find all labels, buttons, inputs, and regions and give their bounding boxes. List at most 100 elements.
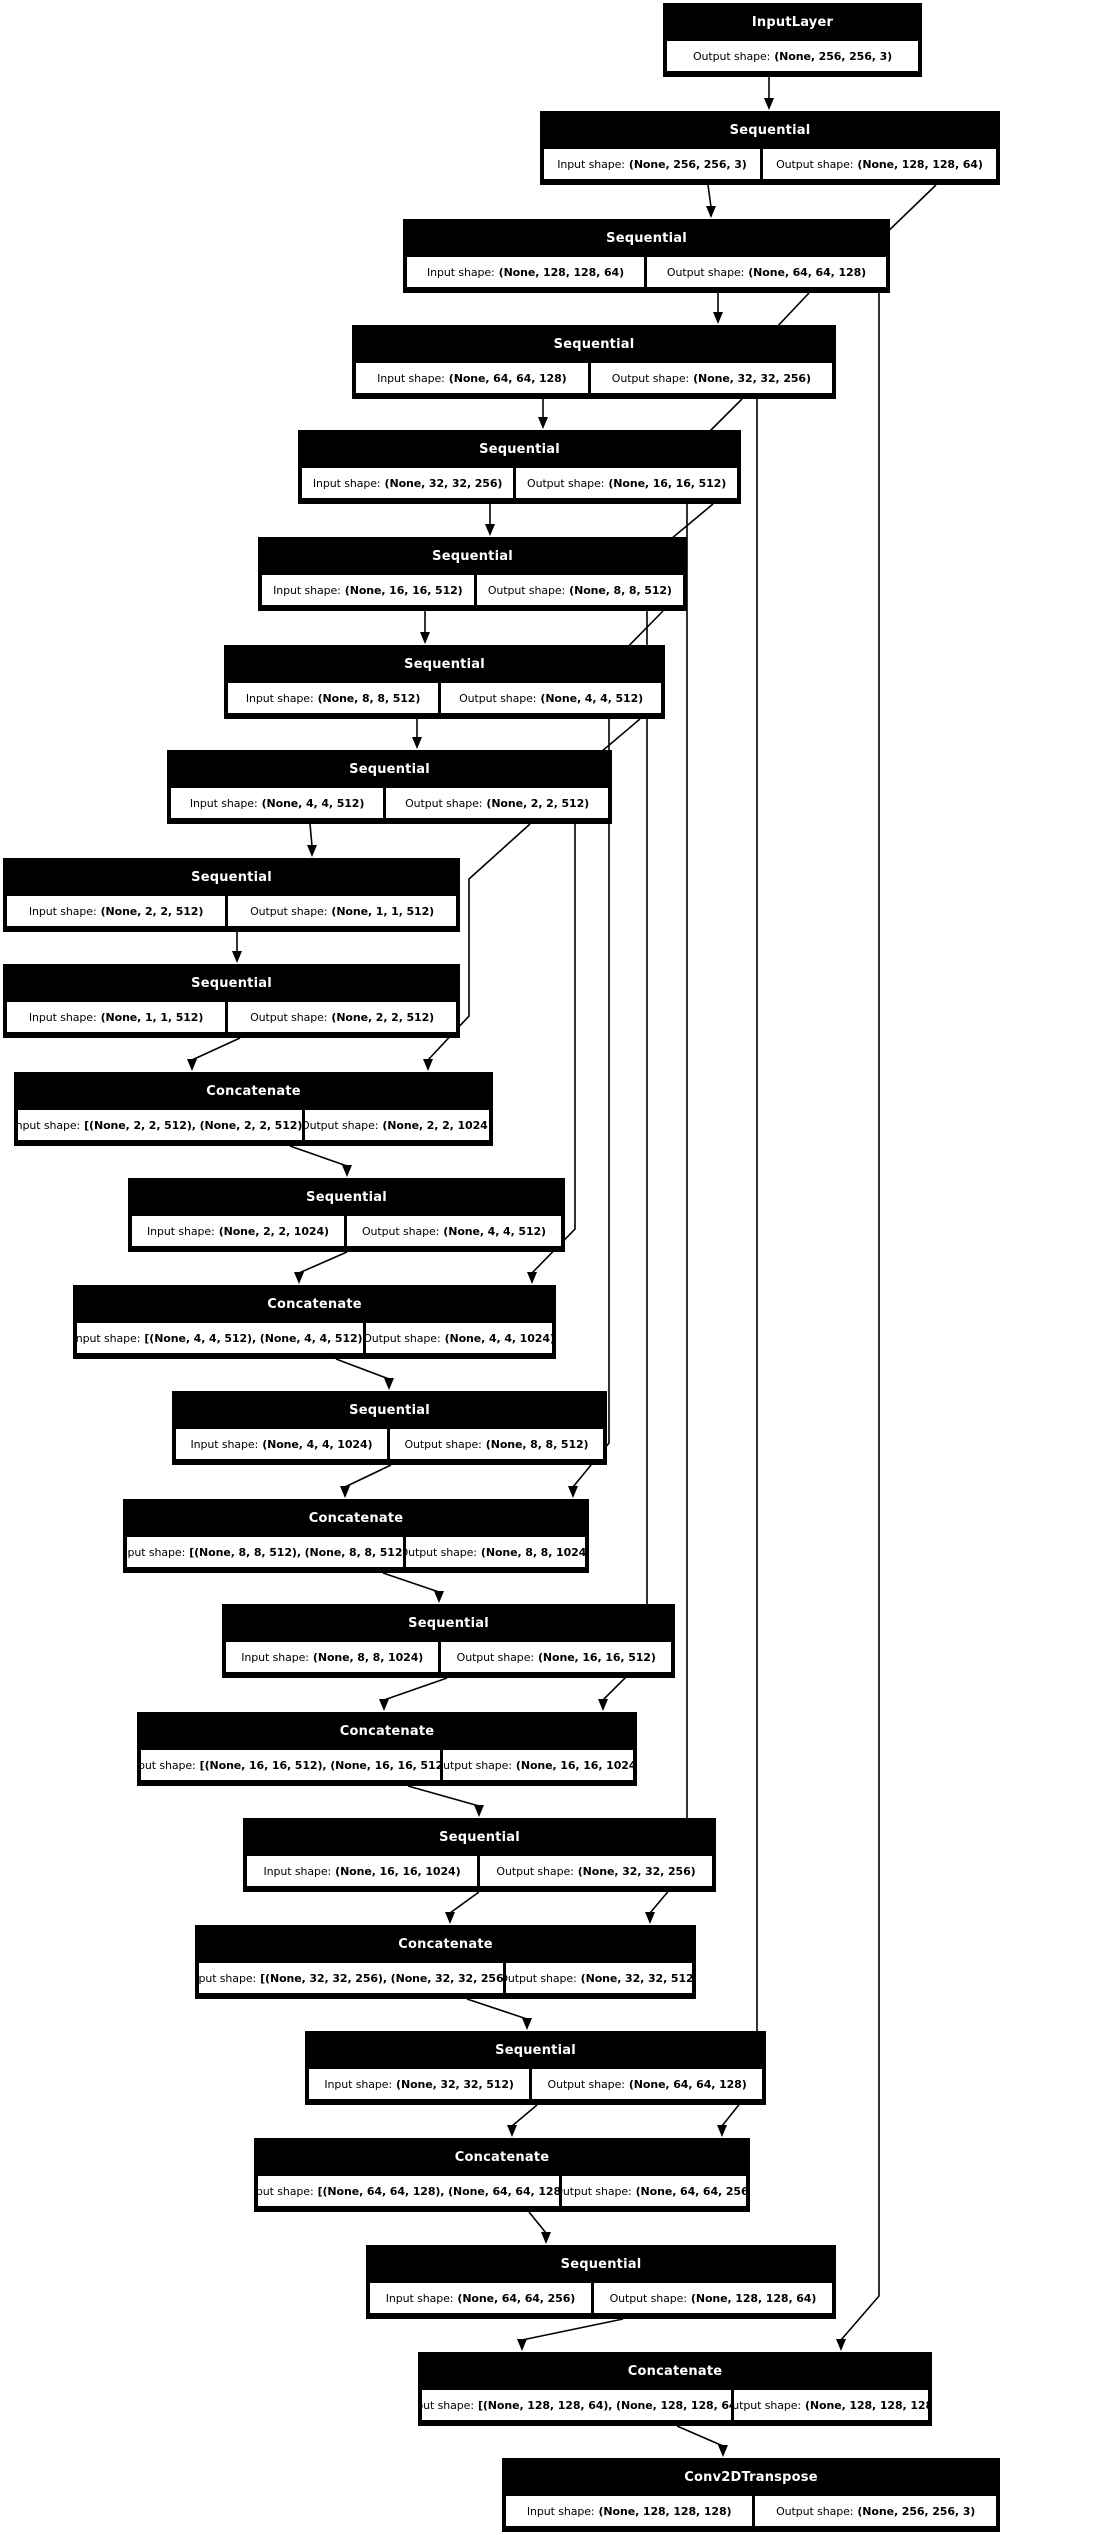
output-shape-cell: Output shape:(None, 128, 128, 64) [762,149,996,179]
output-shape-value: (None, 256, 256, 3) [857,2504,976,2518]
output-shape-value: (None, 64, 64, 128) [628,2077,747,2091]
arrowhead-icon [294,1272,304,1284]
output-shape-value: (None, 256, 256, 3) [774,49,893,63]
output-shape-cell: Output shape:(None, 2, 2, 512) [386,788,608,818]
layer-type-title: Concatenate [627,2364,723,2379]
shape-row: Input shape:(None, 32, 32, 256)Output sh… [299,468,740,501]
connection-edge [382,1572,440,1593]
input-shape-label: Input shape: [245,691,314,705]
output-shape-cell: Output shape:(None, 8, 8, 1024) [405,1537,585,1567]
input-shape-cell: Input shape:(None, 16, 16, 1024) [247,1856,477,1886]
connection-edge [466,1998,528,2020]
connection-edge [521,2318,624,2341]
input-shape-label: Input shape: [526,2504,595,2518]
arrowhead-icon [717,2125,727,2137]
skip-connection-edge [649,398,743,1914]
input-shape-cell: Input shape:(None, 8, 8, 512) [228,683,439,713]
input-shape-label: Input shape: [426,265,495,279]
shape-row: Input shape:[(None, 4, 4, 512), (None, 4… [74,1323,555,1356]
arrowhead-icon [568,1486,578,1498]
input-shape-value: (None, 2, 2, 512) [100,904,204,918]
output-shape-value: (None, 4, 4, 512) [443,1224,546,1238]
output-shape-cell: Output shape:(None, 256, 256, 3) [667,41,918,71]
input-shape-value: (None, 64, 64, 256) [457,2291,576,2305]
shape-row: Input shape:[(None, 64, 64, 128), (None,… [255,2176,749,2209]
input-shape-value: (None, 1, 1, 512) [100,1010,204,1024]
layer-type-title: Sequential [404,657,485,672]
input-shape-value: (None, 256, 256, 3) [628,157,747,171]
output-shape-value: (None, 4, 4, 512) [540,691,644,705]
arrowhead-icon [342,1165,352,1177]
output-shape-cell: Output shape:(None, 16, 16, 512) [441,1642,672,1672]
output-shape-value: (None, 8, 8, 1024) [480,1545,585,1559]
output-shape-label: Output shape: [611,371,690,385]
arrowhead-icon [379,1699,389,1711]
input-shape-value: [(None, 2, 2, 512), (None, 2, 2, 512)] [84,1118,302,1132]
connection-edge [676,2425,724,2447]
input-shape-label: Input shape: [258,2184,314,2198]
input-shape-value: (None, 8, 8, 512) [317,691,421,705]
arrowhead-icon [645,1912,655,1924]
output-shape-value: (None, 128, 128, 64) [690,2291,817,2305]
arrowhead-icon [507,2125,517,2137]
arrowhead-icon [232,951,242,963]
arrowhead-icon [538,417,548,429]
output-shape-value: (None, 4, 4, 1024) [444,1331,552,1345]
input-shape-label: Input shape: [377,371,445,385]
output-shape-label: Output shape: [505,1971,577,1985]
input-shape-value: [(None, 32, 32, 256), (None, 32, 32, 256… [260,1971,503,1985]
input-shape-label: Input shape: [312,476,381,490]
output-shape-cell: Output shape:(None, 8, 8, 512) [476,575,683,605]
input-shape-cell: Input shape:(None, 4, 4, 1024) [176,1429,387,1459]
output-shape-cell: Output shape:(None, 256, 256, 3) [755,2496,997,2526]
input-shape-value: [(None, 16, 16, 512), (None, 16, 16, 512… [199,1758,440,1772]
output-shape-label: Output shape: [250,904,328,918]
output-shape-label: Output shape: [692,49,771,63]
layer-type-title: Sequential [560,2257,642,2272]
shape-row: Input shape:[(None, 2, 2, 512), (None, 2… [15,1110,492,1143]
output-shape-label: Output shape: [733,2398,801,2412]
layer-type-title: Sequential [729,123,811,138]
output-shape-cell: Output shape:(None, 32, 32, 512) [505,1963,692,1993]
layer-type-title: Sequential [553,337,635,352]
input-shape-cell: Input shape:[(None, 32, 32, 256), (None,… [199,1963,503,1993]
connection-edge [191,1037,241,1061]
layer-type-title: Concatenate [339,1724,435,1739]
input-shape-label: Input shape: [385,2291,454,2305]
arrowhead-icon [307,845,317,857]
output-shape-label: Output shape: [250,1010,328,1024]
input-shape-cell: Input shape:[(None, 128, 128, 64), (None… [422,2390,731,2420]
input-shape-cell: Input shape:(None, 128, 128, 64) [407,257,644,287]
input-shape-value: (None, 32, 32, 256) [384,476,503,490]
layer-type-title: Concatenate [308,1511,404,1526]
output-shape-value: (None, 64, 64, 128) [748,265,867,279]
arrowhead-icon [187,1059,197,1071]
input-shape-value: [(None, 128, 128, 64), (None, 128, 128, … [477,2398,731,2412]
layer-type-title: Sequential [432,549,513,564]
output-shape-value: (None, 128, 128, 128) [805,2398,928,2412]
output-shape-value: (None, 2, 2, 512) [331,1010,435,1024]
output-shape-value: (None, 16, 16, 512) [537,1650,656,1664]
output-shape-value: (None, 2, 2, 512) [486,796,590,810]
output-shape-cell: Output shape:(None, 128, 128, 64) [593,2283,832,2313]
output-shape-cell: Output shape:(None, 8, 8, 512) [389,1429,604,1459]
input-shape-label: Input shape: [190,1437,259,1451]
output-shape-label: Output shape: [561,2184,632,2198]
arrowhead-icon [445,1912,455,1924]
shape-row: Input shape:[(None, 128, 128, 64), (None… [419,2390,931,2423]
arrowhead-icon [713,312,723,324]
input-shape-value: (None, 4, 4, 1024) [262,1437,373,1451]
